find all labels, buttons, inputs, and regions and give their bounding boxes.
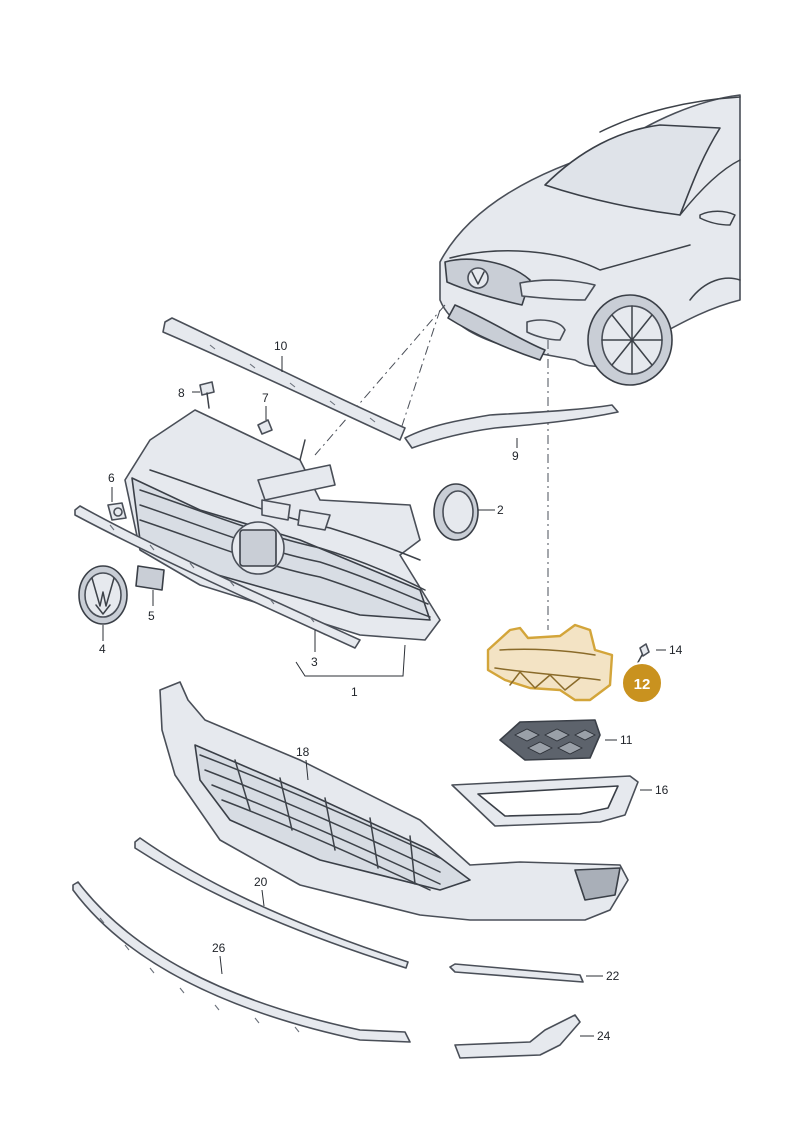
callout-4: 4	[99, 642, 106, 656]
callout-6: 6	[108, 471, 115, 485]
leader-lines	[102, 356, 666, 1037]
part-14-bolt[interactable]	[635, 643, 650, 667]
callout-1: 1	[351, 685, 358, 699]
part-3-grille-strip[interactable]	[74, 505, 361, 649]
relation-line-grille	[314, 304, 446, 456]
callout-14: 14	[669, 643, 683, 657]
part-1-radiator-grille[interactable]	[124, 409, 441, 641]
callout-24: 24	[597, 1029, 611, 1043]
highlight-badge-12[interactable]: 12	[621, 662, 663, 704]
callout-26: 26	[212, 941, 226, 955]
badge-circle	[621, 662, 663, 704]
badge-label: 12	[634, 676, 651, 693]
part-16-trim-frame[interactable]	[451, 775, 639, 827]
part-5-cover[interactable]	[135, 565, 165, 591]
callout-22: 22	[606, 969, 620, 983]
relation-line-trim	[399, 309, 441, 433]
part-12-fog-light-bracket[interactable]	[486, 623, 614, 702]
callout-11: 11	[620, 733, 633, 747]
callout-20: 20	[254, 875, 268, 889]
part-2-round-cover[interactable]	[433, 483, 479, 541]
part-11-fog-grille[interactable]	[499, 719, 601, 761]
part-26-trim-strip[interactable]	[72, 881, 411, 1043]
callout-7: 7	[262, 391, 269, 405]
part-4-emblem[interactable]	[78, 565, 128, 625]
callout-9: 9	[512, 449, 519, 463]
part-9-side-trim[interactable]	[404, 404, 619, 449]
callout-5: 5	[148, 609, 155, 623]
callout-18: 18	[296, 745, 310, 759]
callout-2: 2	[497, 503, 504, 517]
vehicle-illustration	[439, 94, 741, 386]
callout-10: 10	[274, 339, 288, 353]
callout-8: 8	[178, 386, 185, 400]
part-22-trim-strip[interactable]	[449, 963, 584, 983]
callout-labels: 10 8 7 6 2 5 4 3 1 9 14 11 16 18 20 26 2…	[99, 339, 683, 1043]
part-7-bolt[interactable]	[257, 419, 273, 435]
part-20-trim-strip[interactable]	[134, 837, 409, 969]
part-18-lower-grille[interactable]	[159, 681, 629, 921]
part-8-bolt[interactable]	[199, 381, 215, 409]
part-6-clip[interactable]	[107, 502, 127, 521]
callout-3: 3	[311, 655, 318, 669]
callout-16: 16	[655, 783, 669, 797]
part-10-upper-trim[interactable]	[162, 317, 406, 441]
part-24-corner-trim[interactable]	[454, 1014, 581, 1059]
